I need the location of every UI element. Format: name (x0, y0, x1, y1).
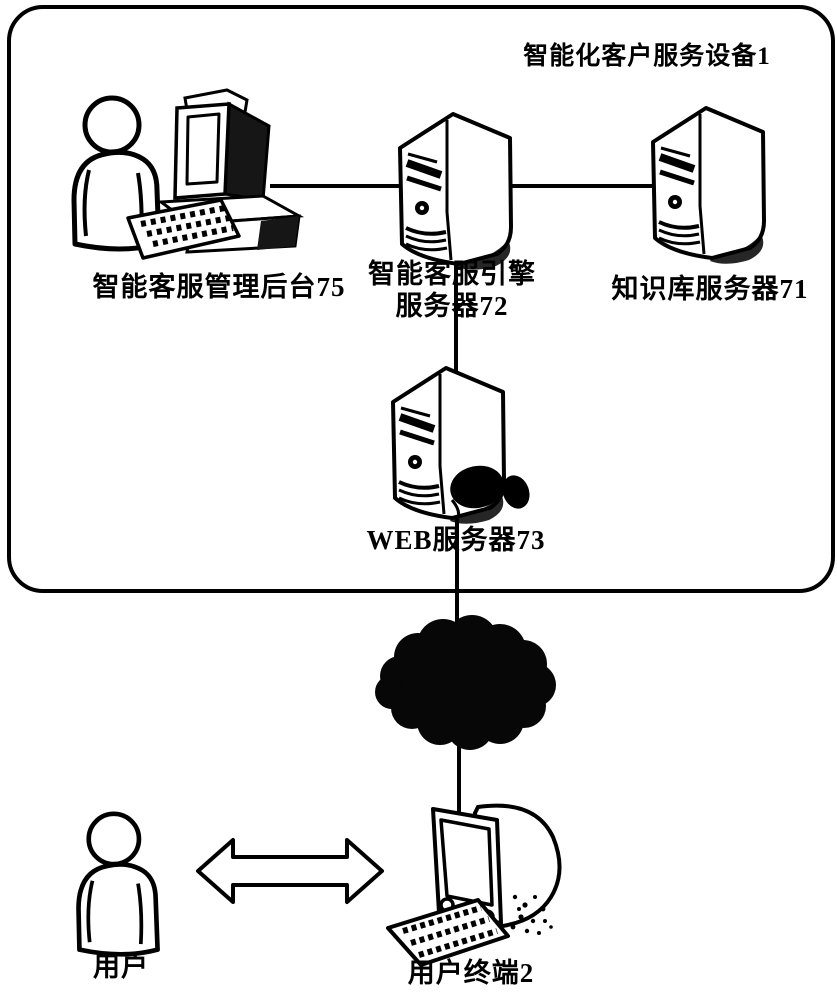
label-knowledge-server: 知识库服务器71 (611, 274, 809, 304)
end-user-icon (79, 814, 158, 954)
mouse-icon (450, 465, 530, 521)
network-cloud-icon (375, 615, 556, 750)
keyboard-keys (146, 215, 230, 237)
user-terminal-icon (386, 803, 562, 967)
keyboard-keys (402, 905, 482, 934)
engine-server-icon (400, 114, 511, 270)
monitor-side-icon (223, 101, 271, 202)
keyboard-keys (410, 916, 490, 946)
label-engine-server: 智能客服引擎 服务器72 (368, 258, 536, 322)
label-engine-server-line1: 智能客服引擎 (368, 259, 536, 289)
label-web-server: WEB服务器73 (366, 525, 546, 555)
keyboard-keys (418, 928, 498, 958)
device-boundary-box (7, 5, 835, 593)
label-user-terminal: 用户终端2 (407, 958, 535, 988)
crt-screen-icon (439, 818, 494, 907)
keyboard-keys (152, 225, 234, 247)
admin-workstation-icon (126, 88, 305, 260)
bidirectional-arrow-icon (196, 838, 384, 904)
knowledge-server-icon (653, 108, 764, 264)
label-end-user: 用户 (93, 952, 149, 982)
monitor-screen-icon (185, 112, 221, 186)
label-engine-server-line2: 服务器72 (395, 291, 509, 321)
keyboard-keys (140, 205, 226, 227)
base-shading (257, 216, 299, 250)
device-box-title: 智能化客户服务设备1 (523, 43, 771, 70)
shadow-stipple (510, 894, 553, 935)
label-admin-backend: 智能客服管理后台75 (92, 272, 346, 302)
